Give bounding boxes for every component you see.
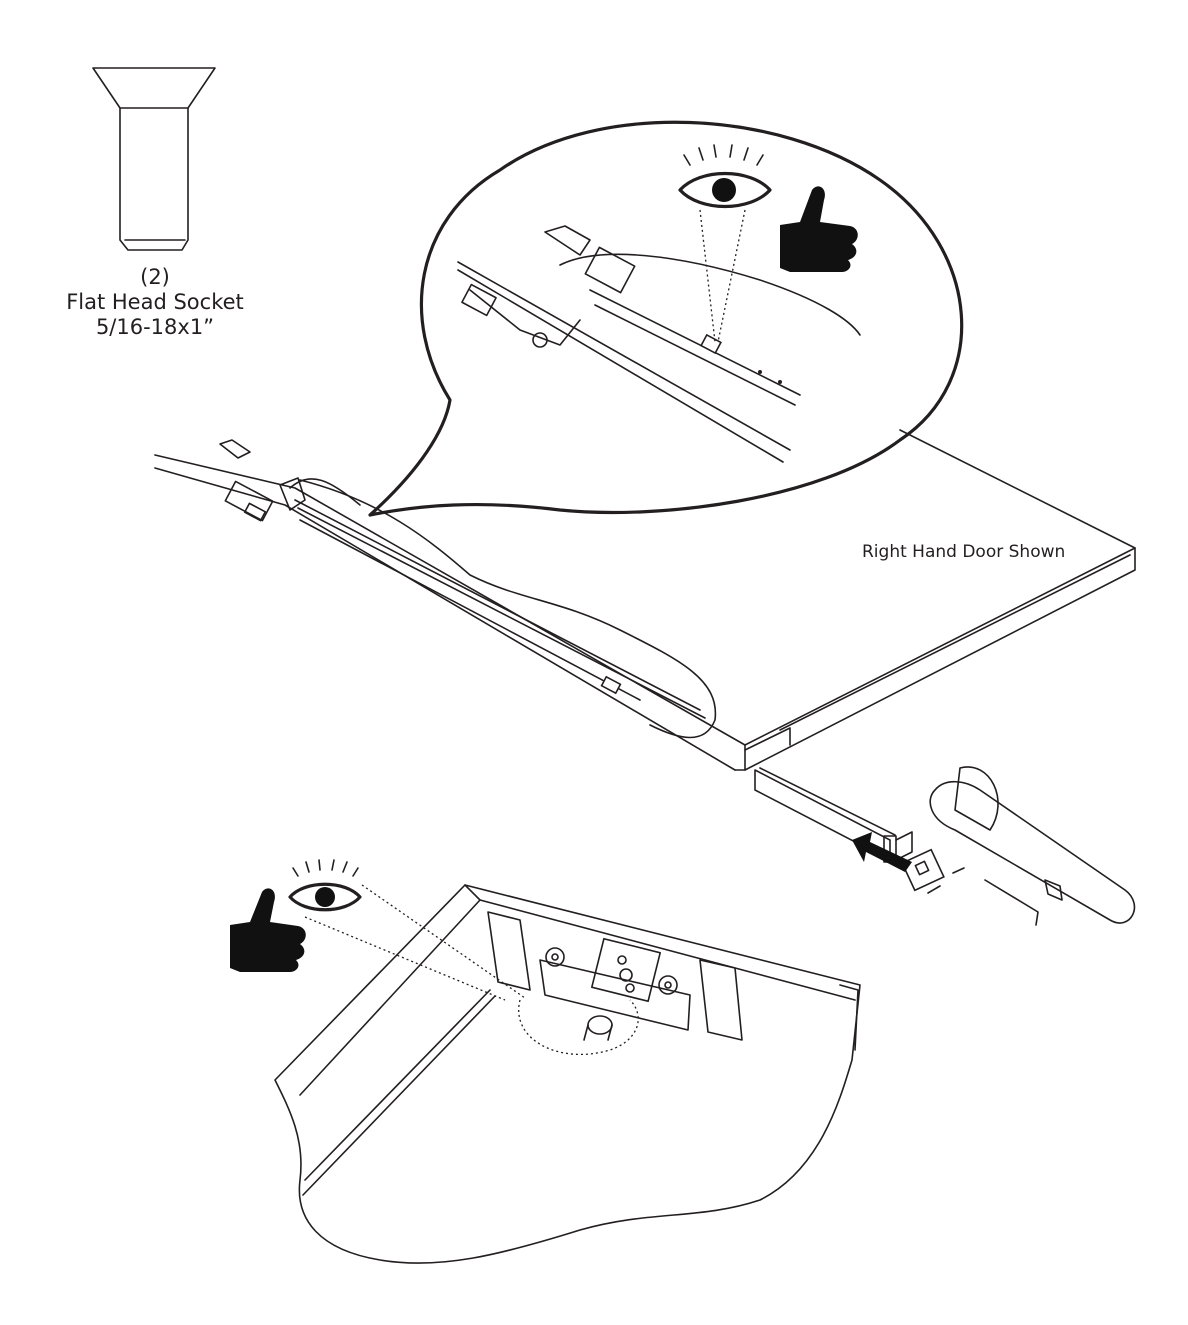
door-orientation-note: Right Hand Door Shown — [862, 542, 1066, 562]
screw-name: Flat Head Socket — [66, 290, 244, 314]
push-arrow-icon — [852, 832, 912, 872]
flat-head-screw-illustration — [92, 67, 216, 251]
screw-caption: (2) Flat Head Socket 5/16-18x1” — [40, 265, 270, 340]
sight-lines — [699, 209, 746, 343]
zoom-bubble — [368, 120, 964, 517]
slide-bolt-assembly — [754, 767, 1039, 926]
eye-icon — [288, 859, 362, 912]
eye-icon — [678, 144, 772, 208]
sight-lines — [304, 884, 526, 1001]
door-panel — [154, 429, 1136, 771]
detail-view-bottom — [274, 884, 861, 1264]
screw-quantity: (2) — [140, 265, 170, 289]
screw-size: 5/16-18x1” — [95, 315, 215, 339]
thumbs-up-icon — [780, 186, 858, 272]
thumbs-up-icon — [230, 888, 306, 972]
flashlight-icon — [929, 766, 1136, 924]
